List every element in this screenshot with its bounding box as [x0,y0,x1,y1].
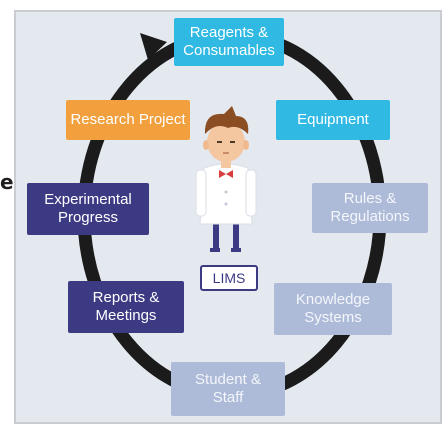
scientist-left-shoe [210,248,220,252]
node-reagents-consumables: Reagents & Consumables [174,18,284,66]
scientist-right-shoe [231,248,241,252]
node-reports-meetings: Reports & Meetings [68,281,184,333]
node-experimental-progress: Experimental Progress [27,183,149,235]
scientist-hair [204,106,249,134]
cycle-arrowhead [140,33,167,60]
bow-tie-icon [219,170,226,178]
scientist-left-leg [213,220,219,250]
scientist-left-arm [195,169,207,217]
left-margin [0,0,14,424]
scientist-coat [199,163,253,225]
scientist-neck [221,158,231,168]
node-research-project: Research Project [66,100,190,140]
scientist-head [207,122,245,162]
node-rules-regulations: Rules & Regulations [312,183,428,233]
scientist-right-leg [233,220,239,250]
node-equipment: Equipment [276,100,390,140]
node-student-staff: Student & Staff [171,362,285,416]
lims-label: LIMS [200,265,258,291]
scientist-right-arm [245,169,257,217]
cropped-letter: e [0,170,14,194]
node-knowledge-systems: Knowledge Systems [274,283,392,335]
